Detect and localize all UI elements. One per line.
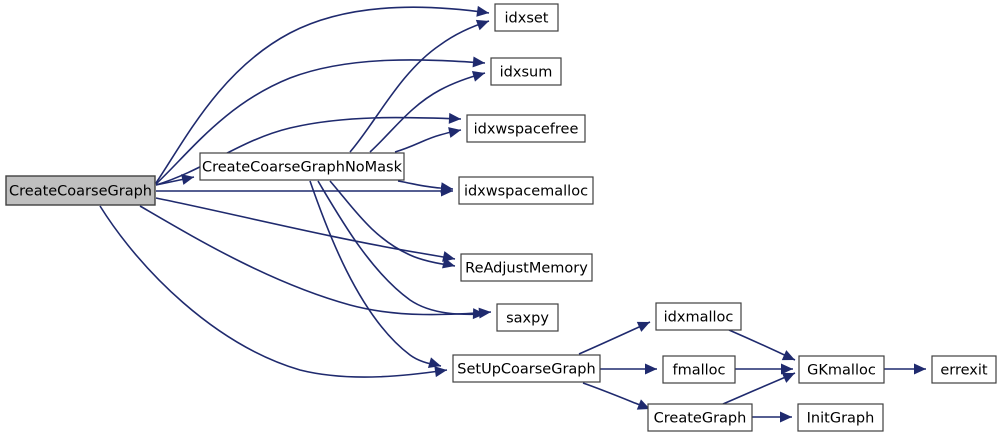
node-label-errexit: errexit	[940, 363, 988, 379]
node-box-idxset[interactable]	[494, 3, 559, 32]
arrowhead-icon	[645, 363, 657, 375]
arrowhead-icon	[471, 71, 485, 82]
graph-node-errexit[interactable]: errexit	[931, 355, 997, 384]
node-box-idxwspacemalloc[interactable]	[458, 176, 594, 205]
arrowhead-icon	[434, 366, 447, 378]
node-box-idxsum[interactable]	[490, 57, 562, 86]
arrowhead-icon	[781, 372, 795, 383]
arrowhead-icon	[472, 56, 485, 68]
node-box-idxwspacefree[interactable]	[466, 114, 586, 143]
call-edge-CreateCoarseGraph-to-idxset	[155, 6, 490, 184]
call-edge-CreateCoarseGraph-to-saxpy	[139, 205, 492, 316]
arrowhead-icon	[914, 363, 926, 375]
arrowhead-icon	[781, 363, 793, 375]
node-box-SetUpCoarseGraph[interactable]	[452, 354, 601, 383]
graph-node-idxset[interactable]: idxset	[494, 3, 559, 32]
node-label-idxmalloc: idxmalloc	[664, 310, 734, 326]
node-label-GKmalloc: GKmalloc	[807, 363, 876, 379]
graph-node-idxwspacefree[interactable]: idxwspacefree	[466, 114, 586, 143]
node-box-InitGraph[interactable]	[797, 403, 884, 432]
arrowhead-icon	[780, 411, 792, 423]
node-label-idxset: idxset	[505, 11, 549, 27]
nodes-layer: CreateCoarseGraph CreateCoarseGraphNoMask…	[5, 3, 997, 432]
node-label-ReAdjustMemory: ReAdjustMemory	[465, 261, 588, 277]
call-edge-CreateCoarseGraph-to-ReAdjustMemory	[155, 197, 456, 260]
node-label-idxwspacefree: idxwspacefree	[474, 122, 579, 138]
graph-node-InitGraph[interactable]: InitGraph	[797, 403, 884, 432]
arrowhead-icon	[448, 127, 461, 138]
arrowhead-icon	[478, 307, 491, 319]
node-label-saxpy: saxpy	[506, 311, 549, 327]
arrowhead-icon	[448, 112, 461, 124]
node-label-CreateCoarseGraphNoMask: CreateCoarseGraphNoMask	[202, 160, 403, 176]
graph-node-CreateCoarseGraph[interactable]: CreateCoarseGraph	[5, 175, 156, 206]
node-box-saxpy[interactable]	[496, 303, 559, 332]
arrowhead-icon	[440, 182, 453, 194]
node-box-fmalloc[interactable]	[662, 355, 736, 384]
node-box-CreateCoarseGraphNoMask[interactable]	[199, 152, 405, 181]
node-label-fmalloc: fmalloc	[672, 363, 725, 379]
arrowhead-icon	[427, 357, 441, 368]
node-label-idxwspacemalloc: idxwspacemalloc	[464, 184, 588, 200]
arrowheads-layer	[181, 5, 926, 423]
call-edge-CreateCoarseGraphNoMask-to-idxsum	[369, 72, 486, 153]
node-label-InitGraph: InitGraph	[807, 411, 875, 427]
graph-node-idxwspacemalloc[interactable]: idxwspacemalloc	[458, 176, 594, 205]
graph-node-fmalloc[interactable]: fmalloc	[662, 355, 736, 384]
arrowhead-icon	[636, 399, 650, 410]
call-edge-CreateCoarseGraphNoMask-to-idxset	[349, 20, 490, 153]
node-box-idxmalloc[interactable]	[655, 302, 742, 331]
graph-node-SetUpCoarseGraph[interactable]: SetUpCoarseGraph	[452, 354, 601, 383]
graph-node-idxmalloc[interactable]: idxmalloc	[655, 302, 742, 331]
call-edge-CreateCoarseGraphNoMask-to-SetUpCoarseGraph	[309, 180, 442, 367]
arrowhead-icon	[781, 350, 795, 361]
arrowhead-icon	[181, 174, 194, 185]
arrowhead-icon	[476, 5, 489, 17]
graph-node-CreateCoarseGraphNoMask[interactable]: CreateCoarseGraphNoMask	[199, 152, 405, 181]
node-label-idxsum: idxsum	[500, 65, 553, 81]
graph-node-ReAdjustMemory[interactable]: ReAdjustMemory	[460, 253, 593, 282]
node-label-SetUpCoarseGraph: SetUpCoarseGraph	[457, 362, 595, 378]
call-edge-CreateCoarseGraphNoMask-to-saxpy	[317, 180, 486, 316]
node-box-CreateCoarseGraph[interactable]	[5, 175, 156, 206]
graph-node-GKmalloc[interactable]: GKmalloc	[798, 355, 885, 384]
graph-node-CreateGraph[interactable]: CreateGraph	[647, 403, 753, 432]
call-edge-CreateCoarseGraph-to-idxsum	[155, 59, 486, 185]
node-label-CreateCoarseGraph: CreateCoarseGraph	[9, 184, 152, 200]
arrowhead-icon	[442, 257, 455, 269]
arrowhead-icon	[636, 321, 650, 332]
call-edge-CreateCoarseGraphNoMask-to-ReAdjustMemory	[329, 180, 456, 267]
arrowhead-icon	[472, 308, 485, 320]
graph-node-saxpy[interactable]: saxpy	[496, 303, 559, 332]
node-box-CreateGraph[interactable]	[647, 403, 753, 432]
graph-node-idxsum[interactable]: idxsum	[490, 57, 562, 86]
call-edge-CreateCoarseGraph-to-SetUpCoarseGraph	[99, 205, 448, 378]
node-label-CreateGraph: CreateGraph	[654, 411, 747, 427]
node-box-ReAdjustMemory[interactable]	[460, 253, 593, 282]
node-box-errexit[interactable]	[931, 355, 997, 384]
node-box-GKmalloc[interactable]	[798, 355, 885, 384]
arrowhead-icon	[475, 19, 489, 31]
